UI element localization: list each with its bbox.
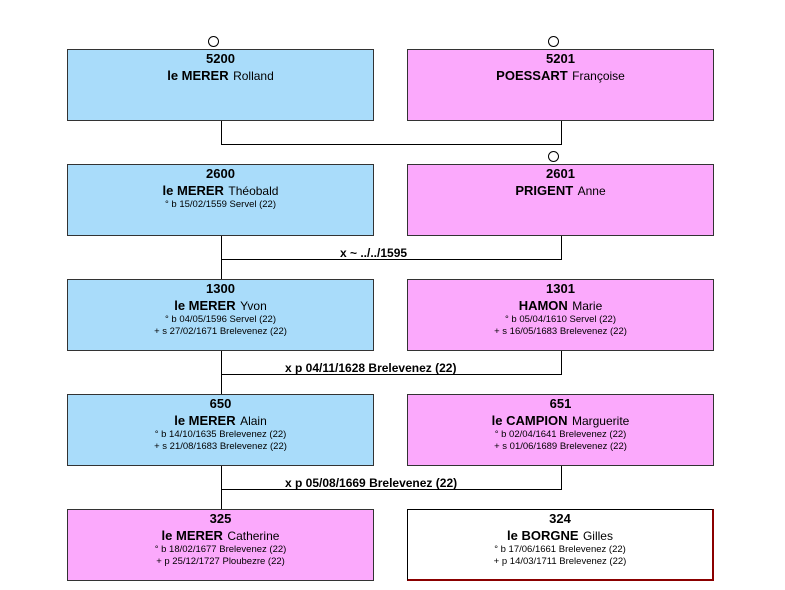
surname: le MERER — [162, 182, 224, 198]
surname: le BORGNE — [507, 527, 579, 543]
given-name: Rolland — [233, 68, 274, 83]
person-name: le MERER Yvon — [68, 297, 373, 315]
connector-line — [561, 351, 562, 375]
person-name: le CAMPION Marguerite — [408, 412, 713, 430]
marriage-label: x ~ ../../1595 — [340, 246, 408, 260]
person-box-1301[interactable]: 1301 HAMON Marie ° b 05/04/1610 Servel (… — [407, 279, 714, 351]
surname: le CAMPION — [491, 412, 568, 428]
sosa-number: 2601 — [546, 166, 575, 181]
surname: le MERER — [167, 67, 229, 83]
surname: HAMON — [518, 297, 568, 313]
given-name: Marguerite — [571, 413, 630, 428]
sosa-number: 651 — [549, 396, 572, 411]
connector-line — [561, 466, 562, 490]
surname: le MERER — [174, 297, 236, 313]
connector-line — [221, 374, 562, 375]
unknown-parents-circle[interactable] — [548, 151, 559, 162]
person-box-2601[interactable]: 2601 PRIGENT Anne — [407, 164, 714, 236]
surname: POESSART — [496, 67, 568, 83]
burial-event: + s 01/06/1689 Brelevenez (22) — [494, 441, 627, 453]
sosa-number: 650 — [209, 396, 232, 411]
connector-line — [561, 121, 562, 145]
person-box-5201[interactable]: 5201 POESSART Françoise — [407, 49, 714, 121]
person-box-1300[interactable]: 1300 le MERER Yvon ° b 04/05/1596 Servel… — [67, 279, 374, 351]
person-box-325[interactable]: 325 le MERER Catherine ° b 18/02/1677 Br… — [67, 509, 374, 581]
person-name: le MERER Rolland — [68, 67, 373, 85]
sosa-number: 325 — [209, 511, 232, 526]
given-name: Marie — [572, 298, 603, 313]
person-box-324[interactable]: 324 le BORGNE Gilles ° b 17/06/1661 Brel… — [407, 509, 714, 581]
person-name: HAMON Marie — [408, 297, 713, 315]
person-name: le MERER Alain — [68, 412, 373, 430]
baptism-event: ° b 02/04/1641 Brelevenez (22) — [494, 429, 627, 441]
person-name: POESSART Françoise — [408, 67, 713, 85]
baptism-event: ° b 15/02/1559 Servel (22) — [164, 199, 276, 211]
surname: PRIGENT — [515, 182, 574, 198]
unknown-parents-circle[interactable] — [208, 36, 219, 47]
person-name: PRIGENT Anne — [408, 182, 713, 200]
marriage-label: x p 04/11/1628 Brelevenez (22) — [285, 361, 457, 375]
sosa-number: 5200 — [206, 51, 235, 66]
person-name: le BORGNE Gilles — [408, 527, 712, 545]
connector-line — [561, 236, 562, 260]
person-box-2600[interactable]: 2600 le MERER Théobald ° b 15/02/1559 Se… — [67, 164, 374, 236]
sosa-number: 5201 — [546, 51, 575, 66]
connector-line — [221, 121, 222, 145]
person-name: le MERER Théobald — [68, 182, 373, 200]
sosa-number: 1301 — [546, 281, 575, 296]
given-name: Catherine — [227, 528, 280, 543]
connector-line — [221, 144, 562, 145]
given-name: Gilles — [582, 528, 613, 543]
connector-line — [221, 489, 562, 490]
given-name: Alain — [240, 413, 267, 428]
surname: le MERER — [174, 412, 236, 428]
sosa-number: 2600 — [206, 166, 235, 181]
unknown-parents-circle[interactable] — [548, 36, 559, 47]
given-name: Anne — [577, 183, 606, 198]
given-name: Théobald — [228, 183, 279, 198]
person-box-650[interactable]: 650 le MERER Alain ° b 14/10/1635 Brelev… — [67, 394, 374, 466]
given-name: Françoise — [572, 68, 625, 83]
baptism-event: ° b 18/02/1677 Brelevenez (22) — [154, 544, 287, 556]
baptism-event: ° b 04/05/1596 Servel (22) — [164, 314, 276, 326]
sosa-number: 324 — [549, 511, 571, 526]
baptism-event: ° b 05/04/1610 Servel (22) — [504, 314, 616, 326]
person-name: le MERER Catherine — [68, 527, 373, 545]
connector-line — [221, 259, 562, 260]
surname: le MERER — [161, 527, 223, 543]
burial-event: + p 25/12/1727 Ploubezre (22) — [156, 556, 285, 568]
burial-event: + s 21/08/1683 Brelevenez (22) — [154, 441, 287, 453]
burial-event: + s 27/02/1671 Brelevenez (22) — [154, 326, 287, 338]
burial-event: + p 14/03/1711 Brelevenez (22) — [493, 556, 627, 568]
person-box-5200[interactable]: 5200 le MERER Rolland — [67, 49, 374, 121]
sosa-number: 1300 — [206, 281, 235, 296]
baptism-event: ° b 14/10/1635 Brelevenez (22) — [154, 429, 287, 441]
connector-line — [221, 351, 222, 395]
given-name: Yvon — [240, 298, 267, 313]
connector-line — [221, 236, 222, 280]
person-box-651[interactable]: 651 le CAMPION Marguerite ° b 02/04/1641… — [407, 394, 714, 466]
baptism-event: ° b 17/06/1661 Brelevenez (22) — [494, 544, 626, 556]
connector-line — [221, 466, 222, 510]
burial-event: + s 16/05/1683 Brelevenez (22) — [494, 326, 627, 338]
marriage-label: x p 05/08/1669 Brelevenez (22) — [285, 476, 458, 490]
